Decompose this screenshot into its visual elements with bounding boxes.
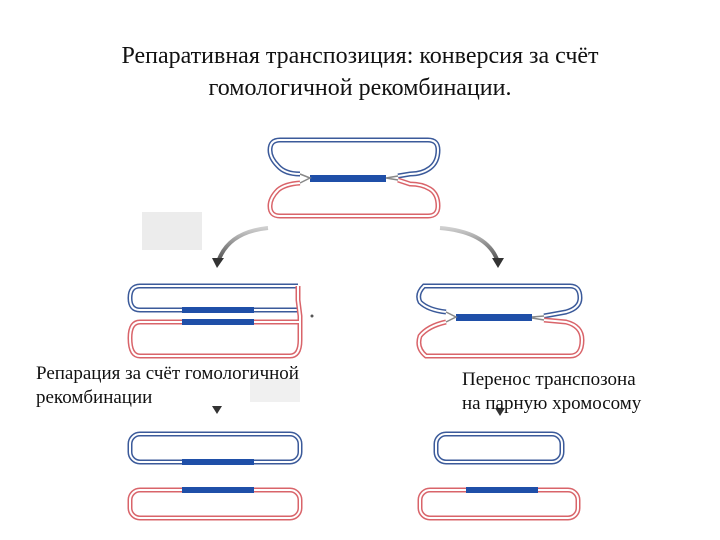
background-shadow: [250, 378, 300, 402]
label-right-line-1: Перенос транспозона: [462, 369, 636, 390]
label-homologous-repair: Репарация за счёт гомологичной рекомбина…: [36, 362, 299, 410]
bottom-right-blue-inner: [435, 433, 563, 463]
bottom-right-red-inner: [419, 489, 579, 519]
mid-right-blue-inner: [417, 285, 582, 317]
top-chromosome-pair: [267, 137, 441, 219]
mid-left-transposon-top: [182, 307, 254, 313]
middle-left-chromosome-pair: [127, 283, 314, 359]
bottom-left-red-inner: [129, 489, 301, 519]
arrow-down-right-icon: [439, 226, 504, 268]
background-shadow: [142, 212, 202, 250]
label-right-line-2: на парную хромосому: [462, 393, 642, 414]
bottom-right-red-chromosome: [417, 487, 581, 521]
middle-right-chromosome-pair: [416, 283, 585, 359]
arrow-down-icon: [212, 390, 222, 414]
top-blue-strand-inner: [268, 139, 440, 177]
bottom-left-red-chromosome: [127, 487, 303, 521]
title-line-1: Репаративная транспозиция: конверсия за …: [121, 43, 599, 69]
bottom-left-chromosome-pair: [127, 431, 303, 521]
mid-right-fork-left: [445, 311, 458, 323]
mid-left-dot: [310, 314, 314, 318]
label-transposon-transfer: Перенос транспозона на парную хромосому: [462, 368, 641, 416]
bottom-left-transposon-bottom: [182, 487, 254, 493]
label-left-line-2: рекомбинации: [36, 387, 153, 408]
top-red-strand: [267, 177, 441, 219]
mid-right-red-strand: [416, 317, 585, 359]
mid-right-red-inner: [417, 319, 584, 357]
bottom-left-blue-chromosome: [127, 431, 303, 465]
mid-right-fork-right: [531, 315, 545, 321]
label-left-line-1: Репарация за счёт гомологичной: [36, 363, 299, 384]
top-red-strand-inner: [268, 179, 440, 217]
slide-title: Репаративная транспозиция: конверсия за …: [40, 40, 680, 104]
mid-left-blue-strand: [127, 283, 300, 313]
title-line-2: гомологичной рекомбинации.: [208, 75, 512, 101]
bottom-left-transposon-top: [182, 459, 254, 465]
mid-left-transposon-bottom: [182, 319, 254, 325]
top-fork-right: [385, 175, 399, 181]
arrow-down-left-icon: [212, 226, 269, 268]
bottom-right-transposon: [466, 487, 538, 493]
mid-left-blue-inner: [128, 285, 300, 311]
arrow-down-icon: [495, 392, 505, 416]
top-fork-left: [299, 173, 312, 184]
bottom-left-blue-inner: [129, 433, 301, 463]
top-transposon: [310, 175, 386, 182]
bottom-right-chromosome-pair: [417, 431, 581, 521]
top-blue-strand: [267, 137, 441, 179]
bottom-right-blue-chromosome: [433, 431, 565, 465]
mid-right-transposon: [456, 314, 532, 321]
mid-left-red-inner: [128, 286, 301, 357]
